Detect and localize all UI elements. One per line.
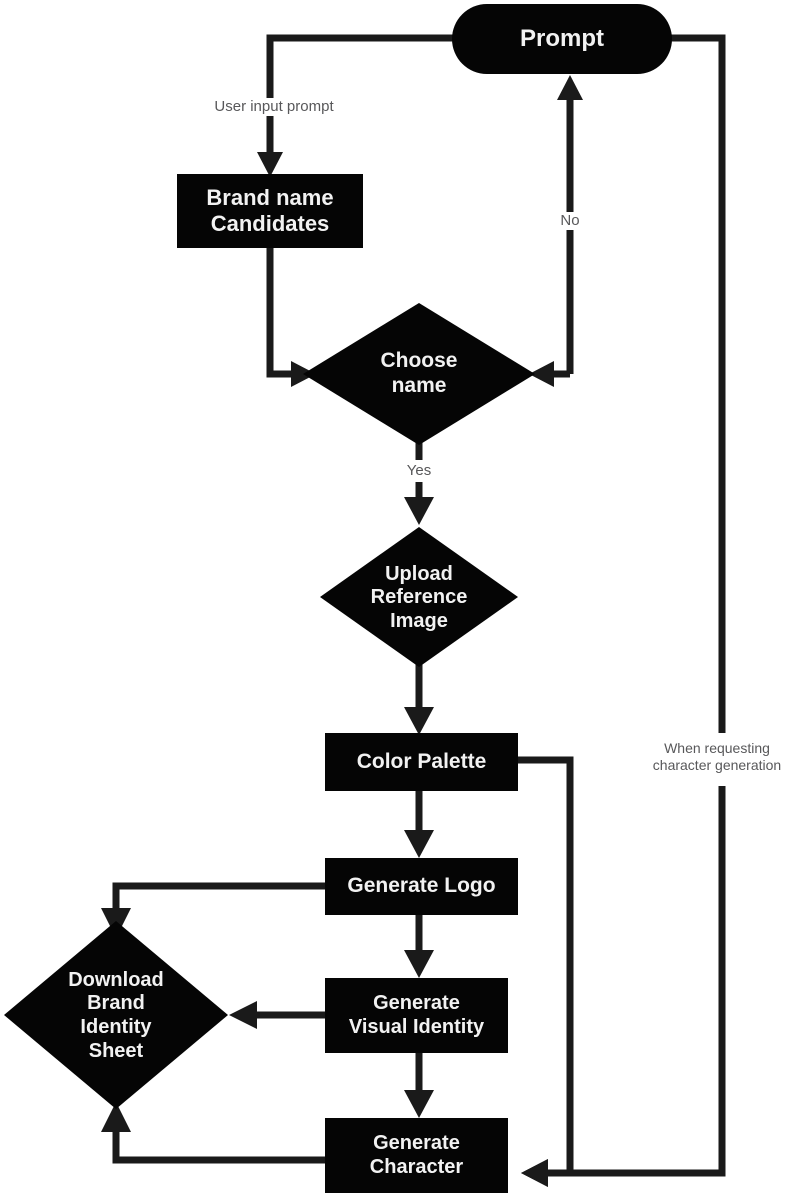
- edge-color-palette-to-generate-character: [518, 756, 574, 1177]
- arrowhead-prompt-bottom: [557, 75, 583, 100]
- edge-prompt-to-brand-name: [266, 34, 462, 162]
- arrowhead-download-sheet-bottom: [101, 1102, 131, 1132]
- edge-prompt-to-generate-character-lower: [545, 786, 726, 1177]
- node-choose-name-shape[interactable]: [303, 303, 535, 445]
- edge-brand-name-to-choose-name: [266, 248, 300, 378]
- arrowhead-upload-reference-top: [404, 497, 434, 525]
- node-generate-logo-shape[interactable]: [325, 858, 518, 915]
- edge-generate-character-to-download-sheet: [112, 1128, 325, 1164]
- node-generate-character-shape[interactable]: [325, 1118, 508, 1193]
- edge-generate-logo-to-download-sheet: [112, 882, 325, 915]
- arrowhead-color-palette-top: [404, 707, 434, 735]
- node-brand-name-candidates-shape[interactable]: [177, 174, 363, 248]
- arrowhead-choose-name-right: [529, 361, 554, 387]
- node-color-palette-shape[interactable]: [325, 733, 518, 791]
- node-generate-visual-identity-shape[interactable]: [325, 978, 508, 1053]
- arrowhead-visual-identity-top: [404, 950, 434, 978]
- node-download-brand-identity-sheet-shape[interactable]: [4, 921, 228, 1109]
- node-prompt-shape[interactable]: [452, 4, 672, 74]
- arrowhead-download-sheet-right: [229, 1001, 257, 1029]
- arrowhead-brand-name-top: [257, 152, 283, 177]
- arrowhead-generate-character-top: [404, 1090, 434, 1118]
- node-upload-reference-image-shape[interactable]: [320, 527, 518, 667]
- arrowhead-generate-logo-top: [404, 830, 434, 858]
- edge-prompt-to-generate-character-upper: [670, 34, 726, 733]
- arrowhead-generate-character-right-outer: [521, 1159, 548, 1187]
